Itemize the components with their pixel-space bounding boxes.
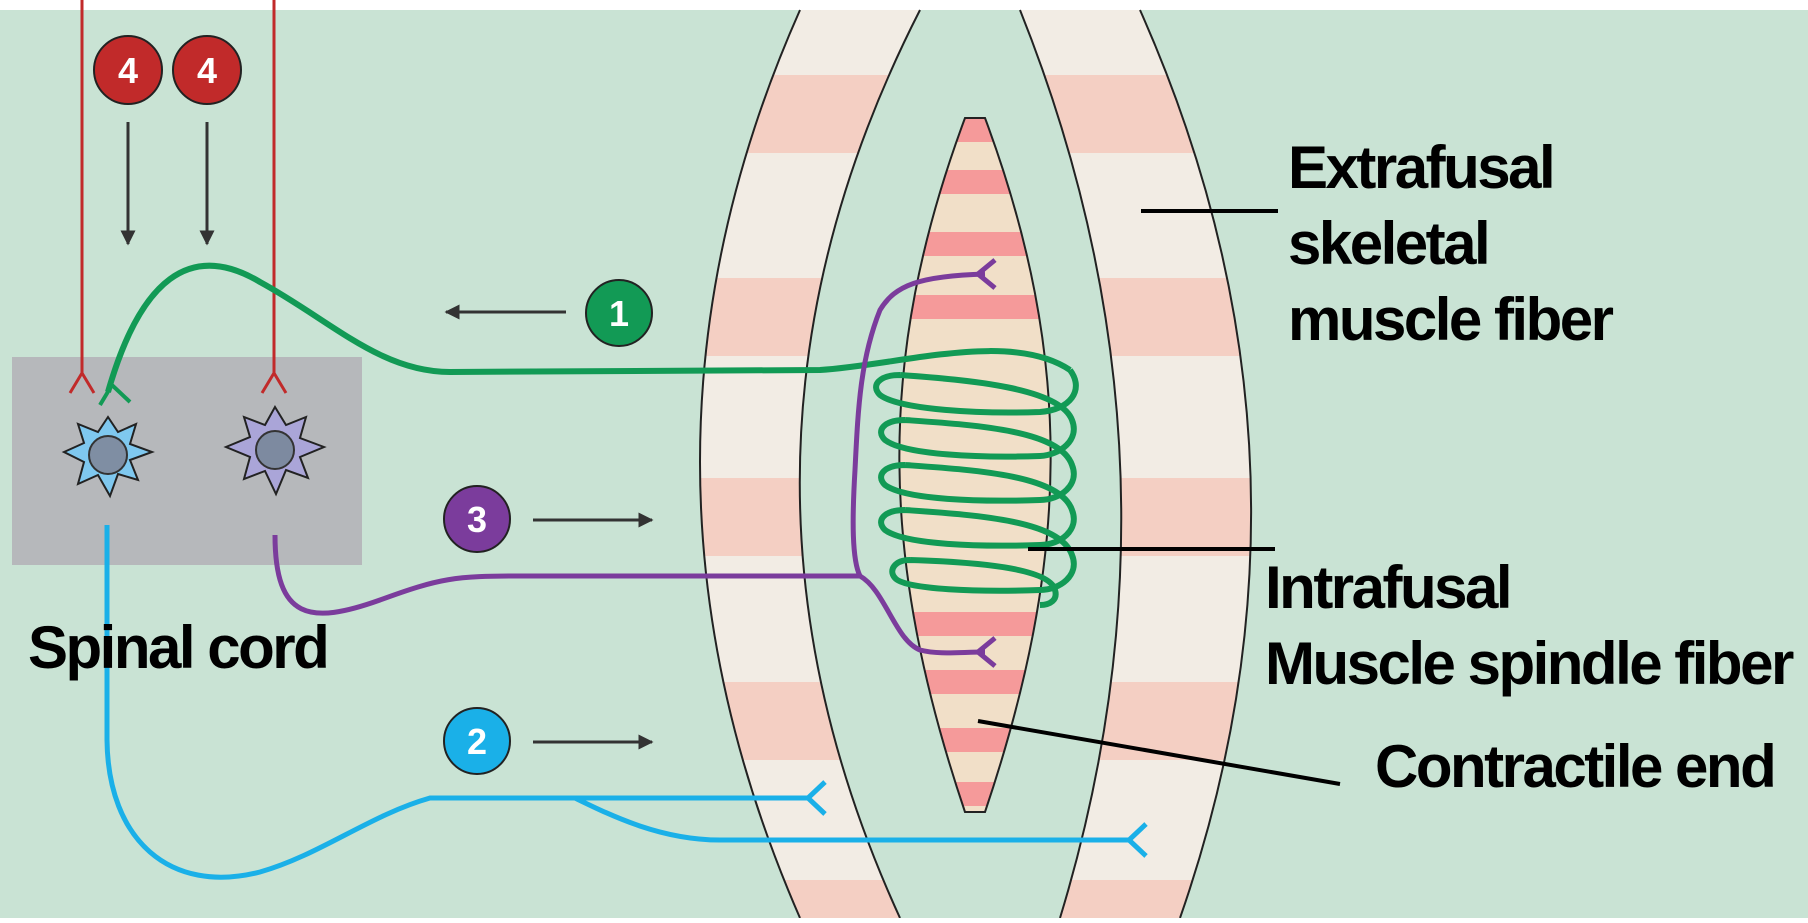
intrafusal-label-line-2: Muscle spindle fiber: [1265, 630, 1794, 697]
marker-3-label: 3: [467, 499, 487, 540]
extrafusal-label-line-1: Extrafusal: [1288, 134, 1553, 201]
extrafusal-label-line-2: skeletal: [1288, 210, 1488, 277]
spinal-cord-label: Spinal cord: [28, 614, 327, 681]
marker-2: 2: [444, 708, 510, 774]
marker-4-left-label: 4: [118, 50, 138, 91]
marker-4-left: 4: [94, 36, 162, 104]
gamma-neuron-nucleus: [256, 431, 294, 469]
marker-1: 1: [586, 280, 652, 346]
extrafusal-label-line-3: muscle fiber: [1288, 286, 1614, 353]
contractile-end-label: Contractile end: [1375, 733, 1774, 800]
marker-1-label: 1: [609, 293, 629, 334]
marker-4-right-label: 4: [197, 50, 217, 91]
marker-4-right: 4: [173, 36, 241, 104]
marker-2-label: 2: [467, 721, 487, 762]
intrafusal-label-line-1: Intrafusal: [1265, 554, 1510, 621]
spinal-cord-box: [12, 357, 362, 565]
marker-3: 3: [444, 486, 510, 552]
